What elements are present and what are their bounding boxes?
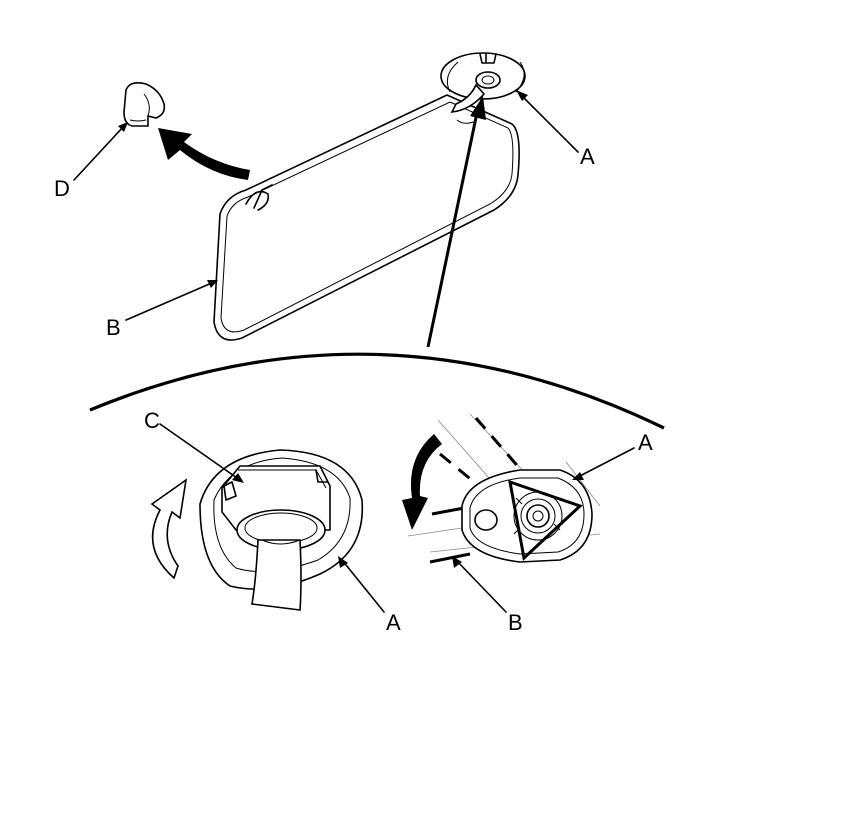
detail-right-bracket	[407, 413, 601, 564]
leader-detail-left-a	[341, 559, 385, 613]
leader-top-a	[521, 95, 579, 153]
rotate-arrow	[150, 478, 188, 580]
callout-detail-right-b: B	[508, 610, 523, 635]
detail-left-socket	[199, 449, 364, 611]
leader-top-b	[125, 281, 215, 321]
removal-arrow	[158, 128, 250, 180]
callout-detail-c: C	[144, 408, 160, 433]
visor-mount-top	[440, 52, 526, 124]
leader-detail-c	[159, 423, 241, 481]
callout-top-b: B	[106, 315, 121, 340]
detail-arc	[89, 352, 665, 430]
callout-top-d: D	[54, 176, 70, 201]
callout-detail-right-a: A	[638, 430, 653, 455]
detail-pointer	[426, 96, 486, 348]
leader-top-d	[73, 125, 125, 181]
visor-clip-d	[123, 82, 166, 127]
leader-detail-right-a	[575, 447, 635, 479]
sun-visor	[213, 94, 520, 341]
rotate-arrow-right	[402, 434, 442, 530]
callout-top-a: A	[580, 144, 595, 169]
callout-detail-left-a: A	[386, 610, 401, 635]
leader-detail-right-b	[455, 559, 507, 613]
